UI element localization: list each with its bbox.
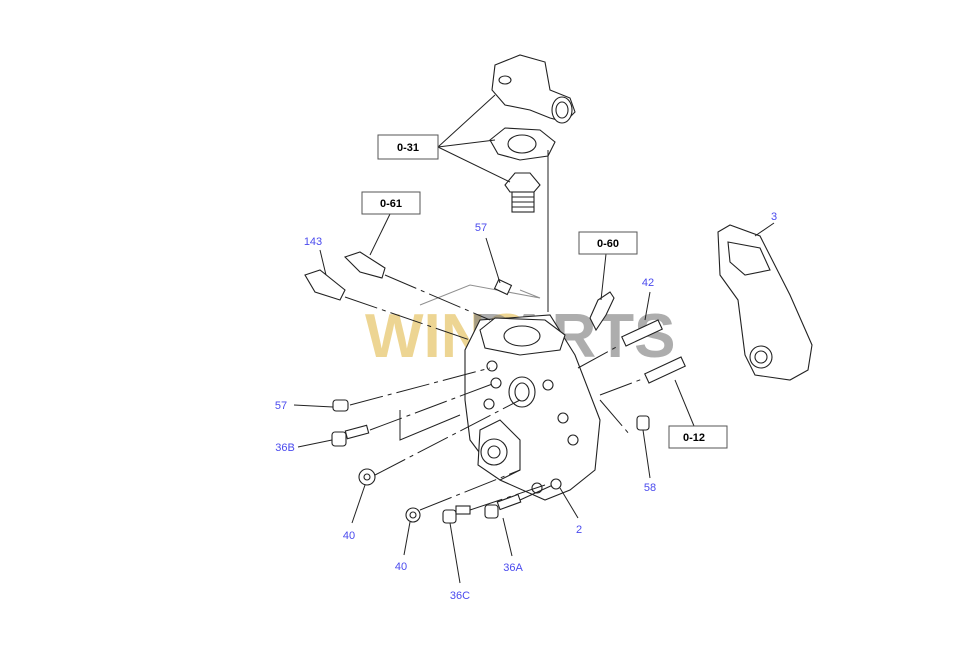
part-number[interactable]: 40 [343, 530, 355, 542]
gasket-part-3 [717, 224, 813, 381]
ref-box-0-31[interactable]: 0-31 [377, 134, 439, 160]
sensor-0-61 [343, 251, 386, 279]
nut-40b [405, 507, 421, 523]
thermostat [504, 172, 541, 213]
ref-box-0-61[interactable]: 0-61 [361, 191, 421, 215]
ref-box-0-12[interactable]: 0-12 [668, 425, 728, 449]
bolt-36a [484, 493, 522, 519]
part-number[interactable]: 2 [576, 524, 582, 536]
nut-40a [358, 468, 376, 486]
bolt-36c [442, 505, 471, 524]
part-number[interactable]: 36A [503, 562, 523, 574]
part-number-labels: 3 143 57 42 57 36B 58 2 40 40 36A 36C [275, 211, 777, 602]
ref-label: 0-60 [597, 238, 619, 250]
part-number[interactable]: 57 [275, 400, 287, 412]
plug-57-top [493, 278, 513, 296]
ref-box-0-60[interactable]: 0-60 [578, 231, 638, 255]
part-number[interactable]: 143 [304, 236, 322, 248]
assembly-lines [344, 274, 646, 511]
thermostat-housing [491, 54, 576, 124]
part-number[interactable]: 36B [275, 442, 295, 454]
part-number[interactable]: 3 [771, 211, 777, 223]
stud-42 [621, 319, 663, 347]
part-number[interactable]: 58 [644, 482, 656, 494]
leader-lines [293, 94, 775, 584]
part-number[interactable]: 40 [395, 561, 407, 573]
sensor-0-60 [589, 291, 615, 332]
ref-label: 0-61 [380, 198, 402, 210]
ref-label: 0-31 [397, 142, 419, 154]
water-pump-body [464, 314, 601, 501]
plug-57-left [332, 399, 349, 412]
ref-label: 0-12 [683, 432, 705, 444]
bolt-36b [331, 424, 370, 447]
sensor-143 [304, 269, 346, 301]
plug-58 [636, 415, 650, 431]
thermostat-gasket [489, 127, 556, 161]
part-number[interactable]: 42 [642, 277, 654, 289]
part-number[interactable]: 57 [475, 222, 487, 234]
part-number[interactable]: 36C [450, 590, 470, 602]
stud-0-12 [644, 356, 686, 384]
